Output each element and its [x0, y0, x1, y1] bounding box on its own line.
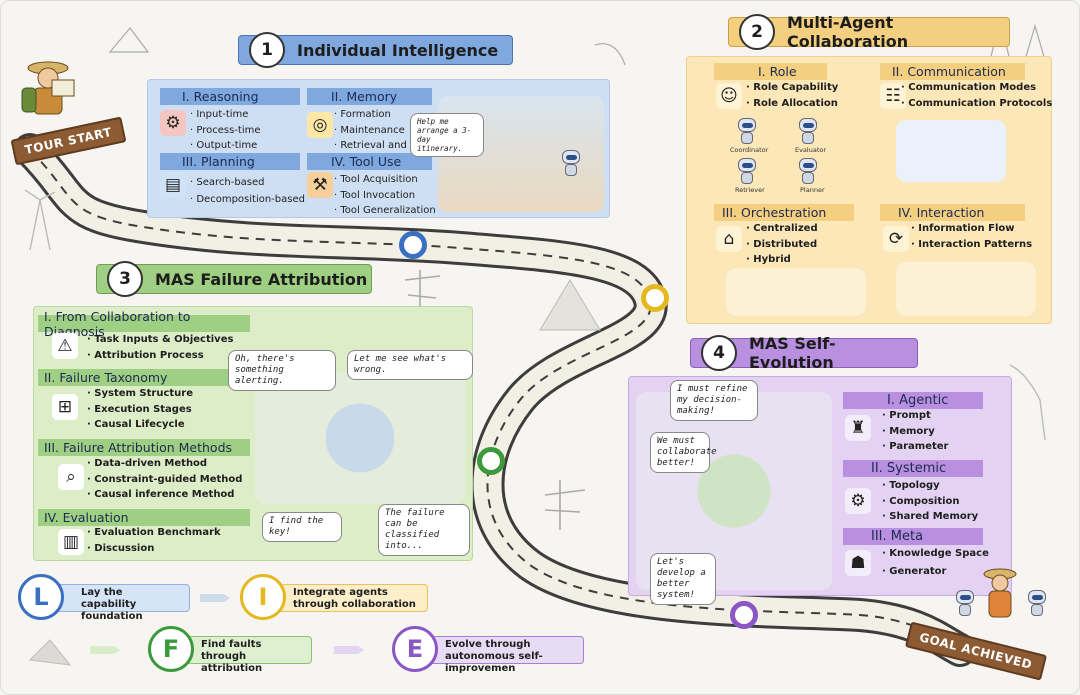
evaluation-header: IV. Evaluation	[38, 509, 250, 526]
taxonomy-tree-icon: ⊞	[52, 394, 78, 420]
hierarchy-icon: ⌂	[716, 226, 742, 252]
classify-bubble: The failure can be classified into...	[378, 504, 470, 556]
legend-arrow-3	[334, 646, 364, 654]
legend-letter-l: L	[18, 574, 64, 620]
evaluator-robot	[797, 118, 819, 146]
agentic-items: PromptMemoryParameter	[882, 408, 948, 455]
interaction-header: IV. Interaction	[880, 204, 1025, 221]
collaborate-bubble: We must collaborate better!	[650, 432, 717, 473]
communication-header: II. Communication	[880, 63, 1025, 80]
goal-traveller-illustration	[983, 568, 1017, 618]
chart-plan-icon: ▤	[160, 172, 186, 198]
methods-header: III. Failure Attribution Methods	[38, 439, 250, 456]
taxonomy-header: II. Failure Taxonomy	[38, 369, 238, 386]
retriever-label: Retriever	[735, 186, 765, 194]
road-marker-purple	[730, 601, 758, 629]
orchestration-illustration	[726, 268, 866, 316]
assistant-robot	[560, 150, 582, 178]
section-2-title: Multi-Agent Collaboration	[787, 13, 909, 51]
planning-items: Search-basedDecomposition-based	[190, 174, 305, 208]
section-3-title: MAS Failure Attribution	[155, 269, 368, 289]
section-3-banner: 3 MAS Failure Attribution	[96, 261, 372, 297]
reasoning-header: I. Reasoning	[160, 88, 300, 105]
diagnosis-header: I. From Collaboration to Diagnosis	[38, 309, 250, 339]
section-4-title: MAS Self-Evolution	[749, 334, 836, 372]
legend-box-f: Find faults through attribution	[170, 636, 312, 674]
planner-robot	[797, 158, 819, 186]
reasoning-items: Input-timeProcess-timeOutput-time	[190, 107, 260, 154]
traveller-illustration	[21, 61, 75, 115]
section-1-title: Individual Intelligence	[297, 40, 499, 60]
alert-bubble: Oh, there's something alerting.	[228, 350, 336, 391]
memory-items: FormationMaintenanceRetrieval and Utiliz…	[334, 107, 460, 154]
agentic-header: I. Agentic	[843, 392, 983, 409]
refine-bubble: I must refine my decision-making!	[670, 380, 758, 421]
legend-box-i: Integrate agents through collaboration	[262, 584, 428, 612]
orchestration-header: III. Orchestration	[714, 204, 854, 221]
section-2-banner: 2 Multi-Agent Collaboration	[728, 13, 1010, 51]
road-marker-yellow	[641, 284, 669, 312]
interaction-illustration	[896, 262, 1036, 316]
coordinator-label: Coordinator	[730, 146, 769, 154]
legend-letter-i: I	[240, 574, 286, 620]
memory-header: II. Memory	[307, 88, 432, 105]
diagnosis-items: Task Inputs & ObjectivesAttribution Proc…	[87, 332, 233, 363]
tooluse-header: IV. Tool Use	[307, 153, 432, 170]
key-bubble: I find the key!	[262, 512, 342, 542]
planning-header: III. Planning	[160, 153, 300, 170]
systemic-items: TopologyCompositionShared Memory	[882, 478, 978, 525]
section-1-banner: 1 Individual Intelligence	[238, 32, 513, 68]
check-bubble: Let me see what's wrong.	[347, 350, 473, 380]
planner-label: Planner	[800, 186, 825, 194]
agent-robot-icon: ♜	[845, 415, 871, 441]
road-marker-blue	[399, 231, 427, 259]
section-4-banner: 4 MAS Self-Evolution	[690, 334, 918, 372]
road-marker-green	[477, 447, 505, 475]
evaluator-label: Evaluator	[795, 146, 827, 154]
gears-icon: ⚙	[845, 488, 871, 514]
communication-items: Communication ModesCommunication Protoco…	[901, 80, 1052, 111]
role-header: I. Role	[714, 63, 827, 80]
systemic-header: II. Systemic	[843, 460, 983, 477]
orchestration-items: CentralizedDistributedHybrid	[746, 221, 817, 268]
section-4-number: 4	[701, 335, 737, 371]
methods-items: Data-driven MethodConstraint-guided Meth…	[87, 456, 242, 503]
taxonomy-items: System StructureExecution StagesCausal L…	[87, 386, 193, 433]
goal-robot-left	[954, 590, 976, 618]
meta-header: III. Meta	[843, 528, 983, 545]
legend-letter-f: F	[148, 626, 194, 672]
communication-illustration	[896, 120, 1006, 182]
interaction-items: Information FlowInteraction Patterns	[911, 221, 1032, 252]
develop-bubble: Let's develop a better system!	[650, 553, 716, 605]
itinerary-bubble: Help me arrange a 3-day itinerary.	[410, 113, 484, 157]
legend-box-e: Evolve through autonomous self-improveme…	[414, 636, 584, 674]
bar-chart-icon: ▥	[58, 529, 84, 555]
section-1-number: 1	[249, 32, 285, 68]
legend-letter-e: E	[392, 626, 438, 672]
coordinator-robot	[736, 118, 758, 146]
database-icon: ◎	[307, 112, 333, 138]
tooluse-items: Tool AcquisitionTool InvocationTool Gene…	[334, 172, 435, 219]
magnifier-icon: ⌕	[58, 464, 84, 490]
evaluation-items: Evaluation BenchmarkDiscussion	[87, 525, 220, 556]
toolbox-icon: ⚒	[307, 172, 333, 198]
section-2-number: 2	[739, 14, 775, 50]
role-group-icon: ☺	[716, 83, 742, 109]
stairs-climber-icon: ☗	[845, 550, 871, 576]
goal-robot-right	[1026, 590, 1048, 618]
role-items: Role CapabilityRole Allocation	[746, 80, 838, 111]
failure-analysis-illustration	[255, 372, 465, 504]
section-3-number: 3	[107, 261, 143, 297]
interaction-flow-icon: ⟳	[883, 226, 909, 252]
brain-gear-icon: ⚙	[160, 110, 186, 136]
legend-box-l: Lay the capability foundation	[50, 584, 190, 622]
retriever-robot	[736, 158, 758, 186]
legend-arrow-1	[200, 594, 230, 602]
legend-arrow-2	[90, 646, 120, 654]
alert-stethoscope-icon: ⚠	[52, 333, 78, 359]
meta-items: Knowledge SpaceGenerator	[882, 545, 989, 581]
